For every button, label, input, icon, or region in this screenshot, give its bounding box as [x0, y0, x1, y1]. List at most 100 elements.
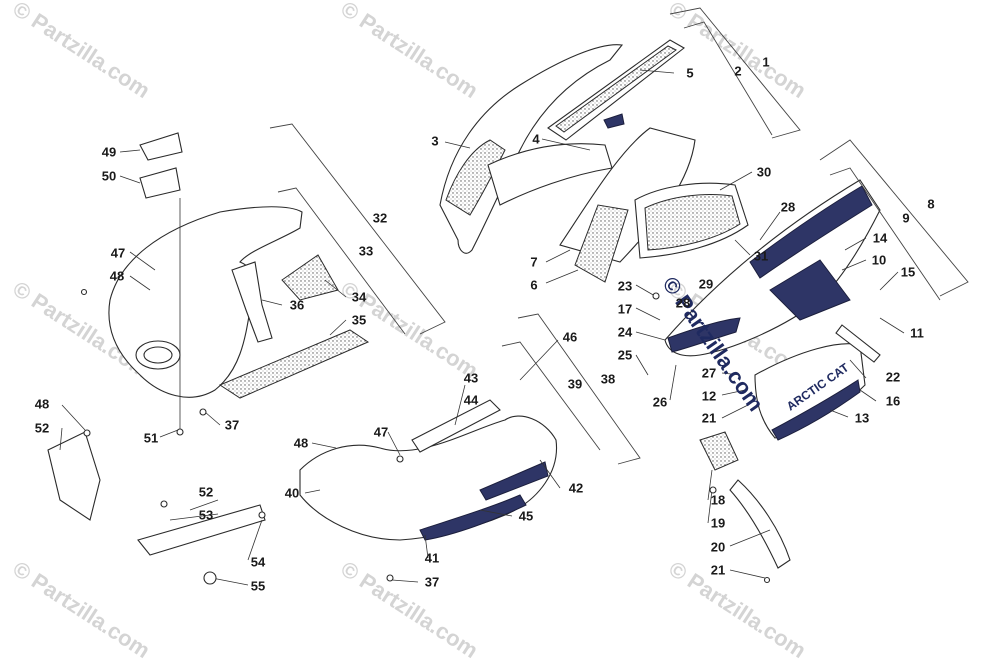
callout-2: 2 — [734, 63, 742, 79]
callout-21: 21 — [701, 410, 717, 426]
grommet-part-55 — [203, 571, 217, 585]
gasket-part-50 — [139, 167, 181, 199]
fastener — [386, 574, 394, 582]
callout-44: 44 — [463, 392, 479, 408]
fastener — [709, 486, 717, 494]
side-panel-part-4 — [487, 143, 613, 206]
decal-lower — [667, 317, 741, 353]
brace-part-20 — [729, 479, 791, 569]
callout-39: 39 — [567, 376, 583, 392]
callout-4: 4 — [532, 131, 540, 147]
callout-35: 35 — [351, 312, 367, 328]
callout-23: 23 — [617, 278, 633, 294]
callout-34: 34 — [351, 289, 367, 305]
leader-lines — [59, 69, 905, 586]
bracket-9 — [829, 167, 941, 301]
belly-stripe-part-45 — [419, 494, 527, 541]
callout-49: 49 — [101, 144, 117, 160]
callout-52: 52 — [34, 420, 50, 436]
bracket-2 — [683, 21, 773, 136]
bracket-39 — [501, 341, 601, 451]
guard-part-52 — [47, 431, 101, 521]
callout-47: 47 — [110, 245, 126, 261]
callout-48: 48 — [293, 435, 309, 451]
callout-12: 12 — [701, 388, 717, 404]
callout-48: 48 — [109, 268, 125, 284]
hood-assembly — [439, 39, 749, 283]
callout-22: 22 — [885, 369, 901, 385]
bracket-part-52 — [137, 504, 266, 556]
fasteners — [80, 288, 771, 585]
bracket-32 — [269, 123, 446, 335]
bracket-1 — [669, 7, 801, 139]
callout-1: 1 — [762, 54, 770, 70]
bracket-38 — [517, 313, 641, 465]
callout-55: 55 — [250, 578, 266, 594]
bracket-33 — [277, 187, 406, 335]
pad-part-34 — [281, 254, 339, 301]
hood-insert — [445, 139, 506, 216]
fastener — [176, 428, 184, 436]
callout-21: 21 — [710, 562, 726, 578]
diagram-drawing — [47, 7, 969, 586]
callout-16: 16 — [885, 393, 901, 409]
callout-13: 13 — [854, 410, 870, 426]
group-brackets — [269, 7, 969, 465]
brace-part-22 — [835, 324, 881, 363]
callout-45: 45 — [518, 508, 534, 524]
callout-38: 38 — [600, 371, 616, 387]
fastener — [199, 408, 207, 416]
headlight-housing — [108, 132, 370, 430]
callout-29: 29 — [698, 276, 714, 292]
grille-part-18 — [699, 431, 739, 471]
callout-24: 24 — [617, 324, 633, 340]
callout-6: 6 — [530, 277, 538, 293]
callout-46: 46 — [562, 329, 578, 345]
belly-decal-part-42 — [479, 461, 549, 501]
callout-14: 14 — [872, 230, 888, 246]
headlight-inner — [143, 346, 173, 364]
callout-17: 17 — [617, 301, 633, 317]
callout-53: 53 — [198, 507, 214, 523]
callout-27: 27 — [701, 365, 717, 381]
callout-54: 54 — [250, 554, 266, 570]
lower-decal — [771, 379, 861, 441]
callout-28: 28 — [675, 295, 691, 311]
bracket-8 — [819, 139, 969, 297]
callout-40: 40 — [284, 485, 300, 501]
callout-32: 32 — [372, 210, 388, 226]
callout-30: 30 — [756, 164, 772, 180]
callout-48: 48 — [34, 396, 50, 412]
callout-5: 5 — [686, 65, 694, 81]
callout-52: 52 — [198, 484, 214, 500]
gasket-part-49 — [139, 132, 183, 161]
callout-37: 37 — [224, 417, 240, 433]
callout-37: 37 — [424, 574, 440, 590]
callout-19: 19 — [710, 515, 726, 531]
callout-3: 3 — [431, 133, 439, 149]
callout-25: 25 — [617, 347, 633, 363]
callout-51: 51 — [143, 430, 159, 446]
trim-part-43 — [411, 399, 501, 453]
callout-47: 47 — [373, 424, 389, 440]
callout-42: 42 — [568, 480, 584, 496]
callout-33: 33 — [358, 243, 374, 259]
strip-clip — [603, 113, 625, 129]
callout-43: 43 — [463, 370, 479, 386]
fastener — [652, 292, 660, 300]
pad-part-35 — [218, 329, 370, 399]
panel-frame-mesh — [644, 194, 741, 251]
callout-20: 20 — [710, 539, 726, 555]
fastener — [258, 511, 266, 519]
callout-18: 18 — [710, 492, 726, 508]
callout-41: 41 — [424, 550, 440, 566]
parts-diagram: © Partzilla.com © Partzilla.com © Partzi… — [8, 0, 969, 663]
callout-9: 9 — [902, 210, 910, 226]
callout-7: 7 — [530, 254, 538, 270]
callout-31: 31 — [753, 248, 769, 264]
hood-panel-part-3 — [439, 44, 624, 254]
decal-block — [769, 259, 851, 321]
callout-26: 26 — [652, 394, 668, 410]
windshield-strip-fill — [555, 45, 677, 133]
callout-28: 28 — [780, 199, 796, 215]
